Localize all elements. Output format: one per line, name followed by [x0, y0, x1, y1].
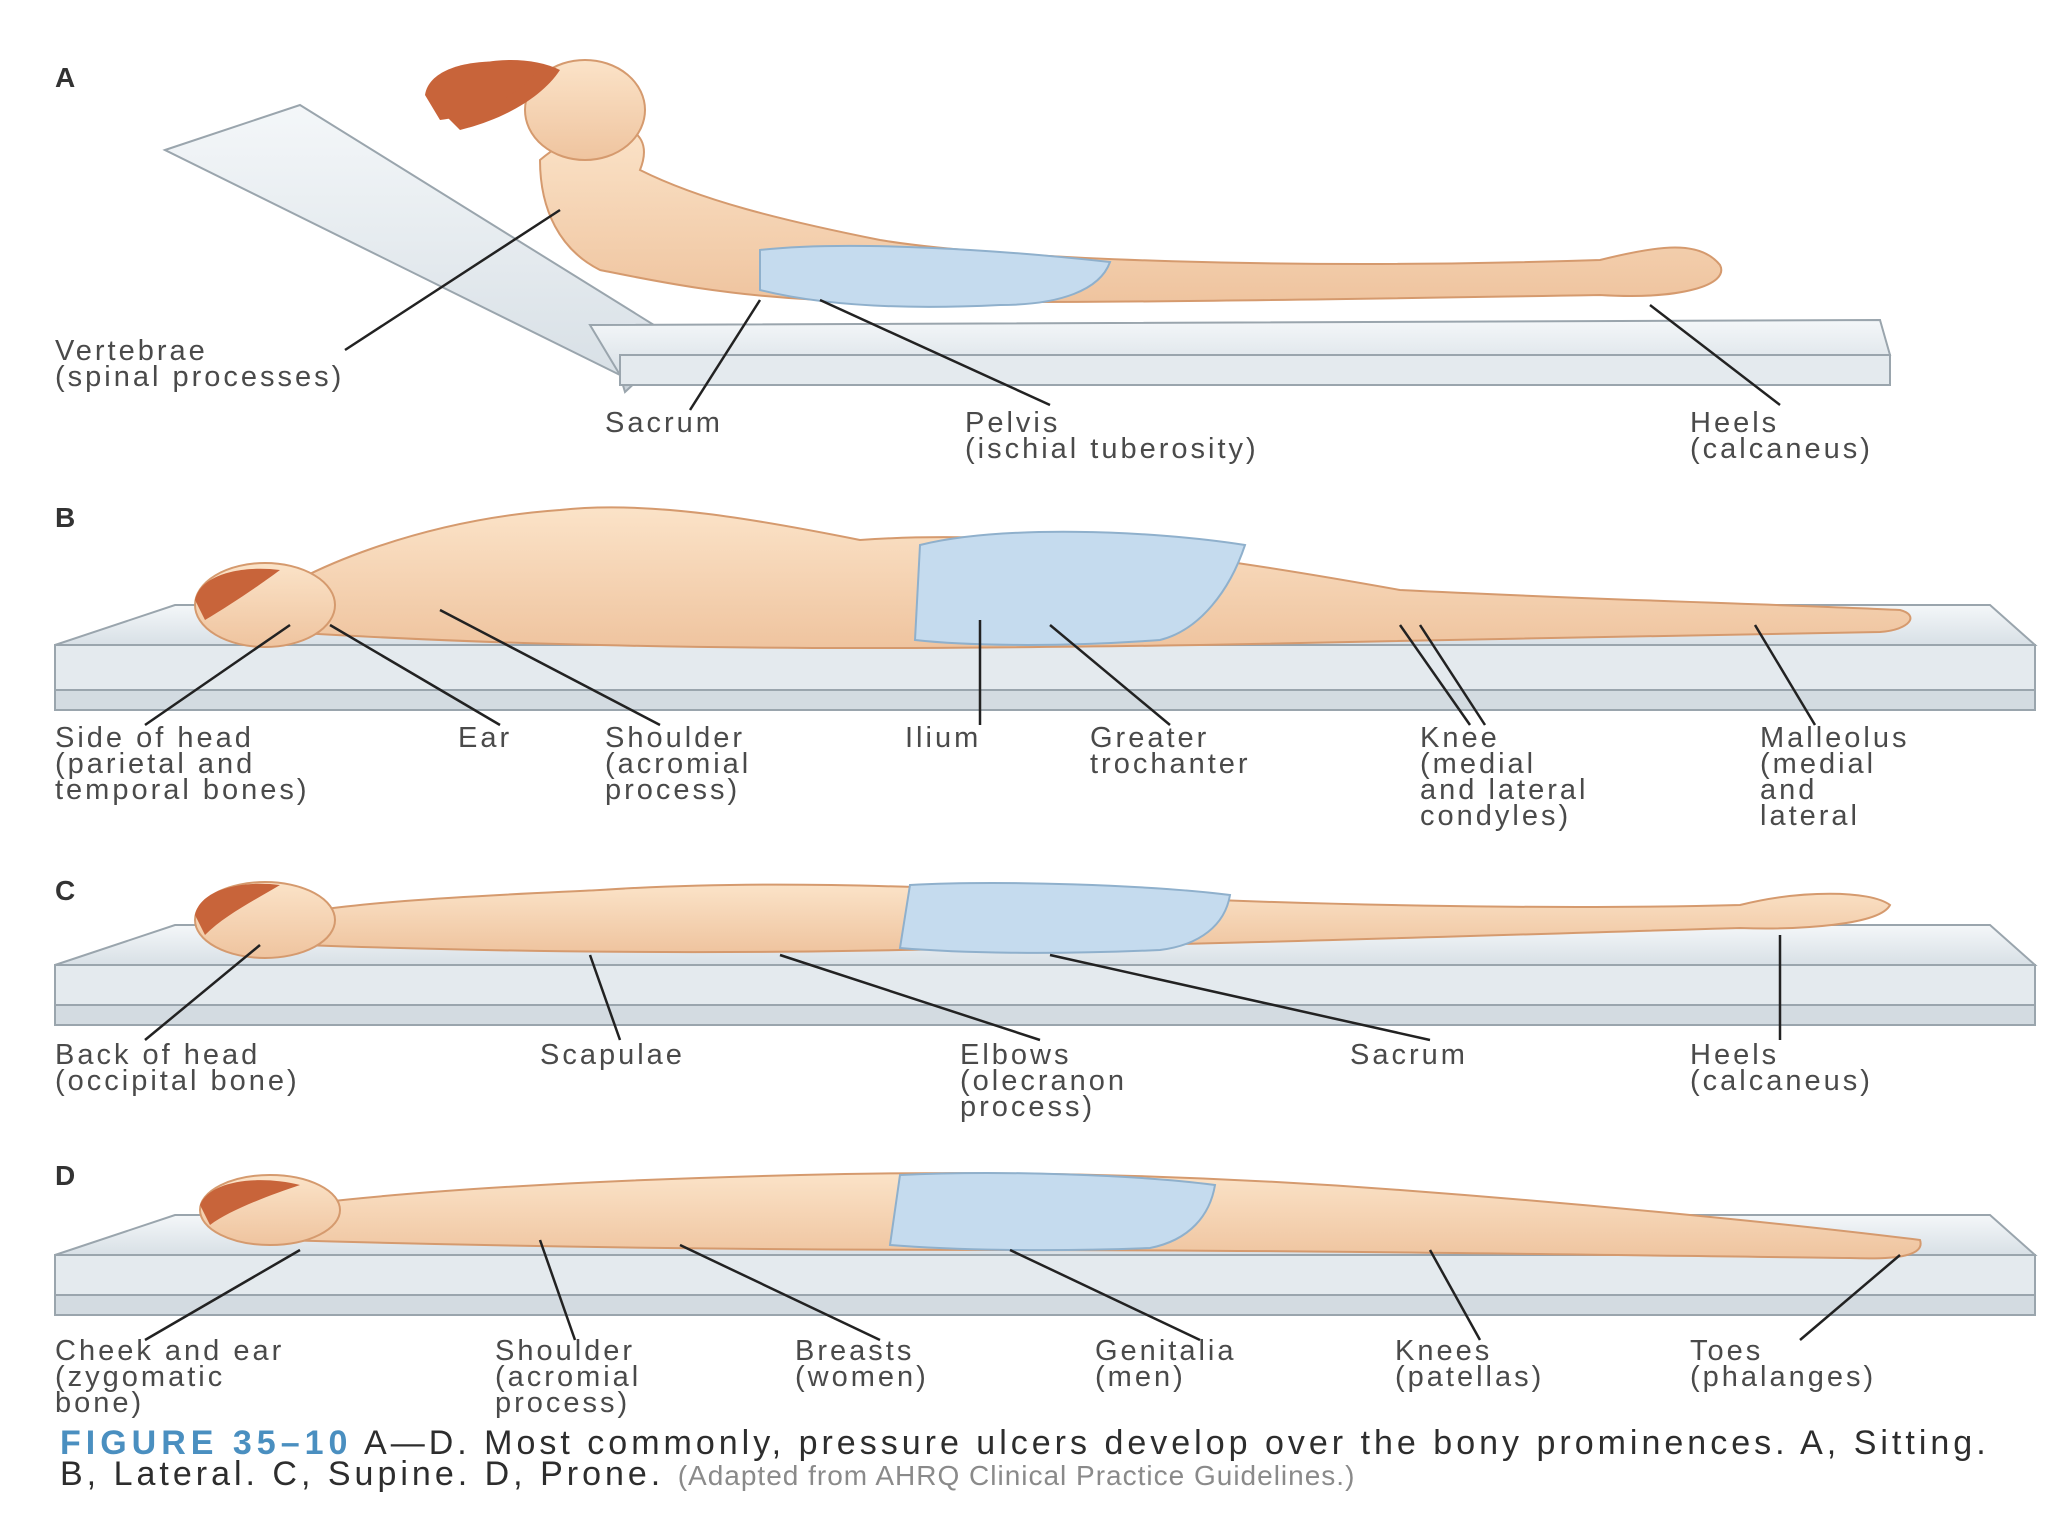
label-shoulder-b: Shoulder (acromial process)	[605, 722, 752, 806]
label-elbows: Elbows (olecranon process)	[960, 1039, 1128, 1123]
label-ilium: Ilium	[905, 722, 982, 754]
label-shoulder-d: Shoulder (acromial process)	[495, 1335, 642, 1419]
label-pelvis: Pelvis (ischial tuberosity)	[965, 407, 1259, 465]
caption-text: A—D. Most commonly, pressure ulcers deve…	[60, 1424, 1990, 1493]
figure-caption: FIGURE 35–10 A—D. Most commonly, pressur…	[60, 1426, 2020, 1491]
label-malleolus: Malleolus (medial and lateral	[1760, 722, 1910, 832]
body-a	[538, 126, 1723, 304]
figure-number: FIGURE 35–10	[60, 1424, 353, 1462]
label-genitalia: Genitalia (men)	[1095, 1335, 1237, 1393]
label-greater-trochanter: Greater trochanter	[1090, 722, 1251, 780]
label-sacrum-c: Sacrum	[1350, 1039, 1468, 1071]
label-vertebrae: Vertebrae (spinal processes)	[55, 335, 345, 393]
label-heels-a: Heels (calcaneus)	[1690, 407, 1873, 465]
label-sacrum-a: Sacrum	[605, 407, 723, 439]
panel-a-figure	[162, 59, 1892, 411]
panel-letter-c: C	[55, 875, 76, 906]
label-breasts: Breasts (women)	[795, 1335, 929, 1393]
label-knees: Knees (patellas)	[1395, 1335, 1545, 1393]
panel-b-figure	[54, 506, 2038, 727]
label-side-of-head: Side of head (parietal and temporal bone…	[55, 722, 310, 806]
label-cheek-and-ear: Cheek and ear (zygomatic bone)	[55, 1335, 285, 1419]
label-knee: Knee (medial and lateral condyles)	[1420, 722, 1589, 832]
label-heels-c: Heels (calcaneus)	[1690, 1039, 1873, 1097]
label-scapulae: Scapulae	[540, 1039, 685, 1071]
label-back-of-head: Back of head (occipital bone)	[55, 1039, 300, 1097]
caption-source: (Adapted from AHRQ Clinical Practice Gui…	[677, 1460, 1356, 1491]
label-toes: Toes (phalanges)	[1690, 1335, 1877, 1393]
panel-letter-d: D	[55, 1160, 76, 1191]
panel-d-figure	[54, 1172, 2038, 1342]
panel-c-figure	[54, 881, 2038, 1042]
panel-letter-a: A	[55, 62, 76, 93]
label-ear: Ear	[458, 722, 513, 754]
panel-letter-b: B	[55, 502, 76, 533]
